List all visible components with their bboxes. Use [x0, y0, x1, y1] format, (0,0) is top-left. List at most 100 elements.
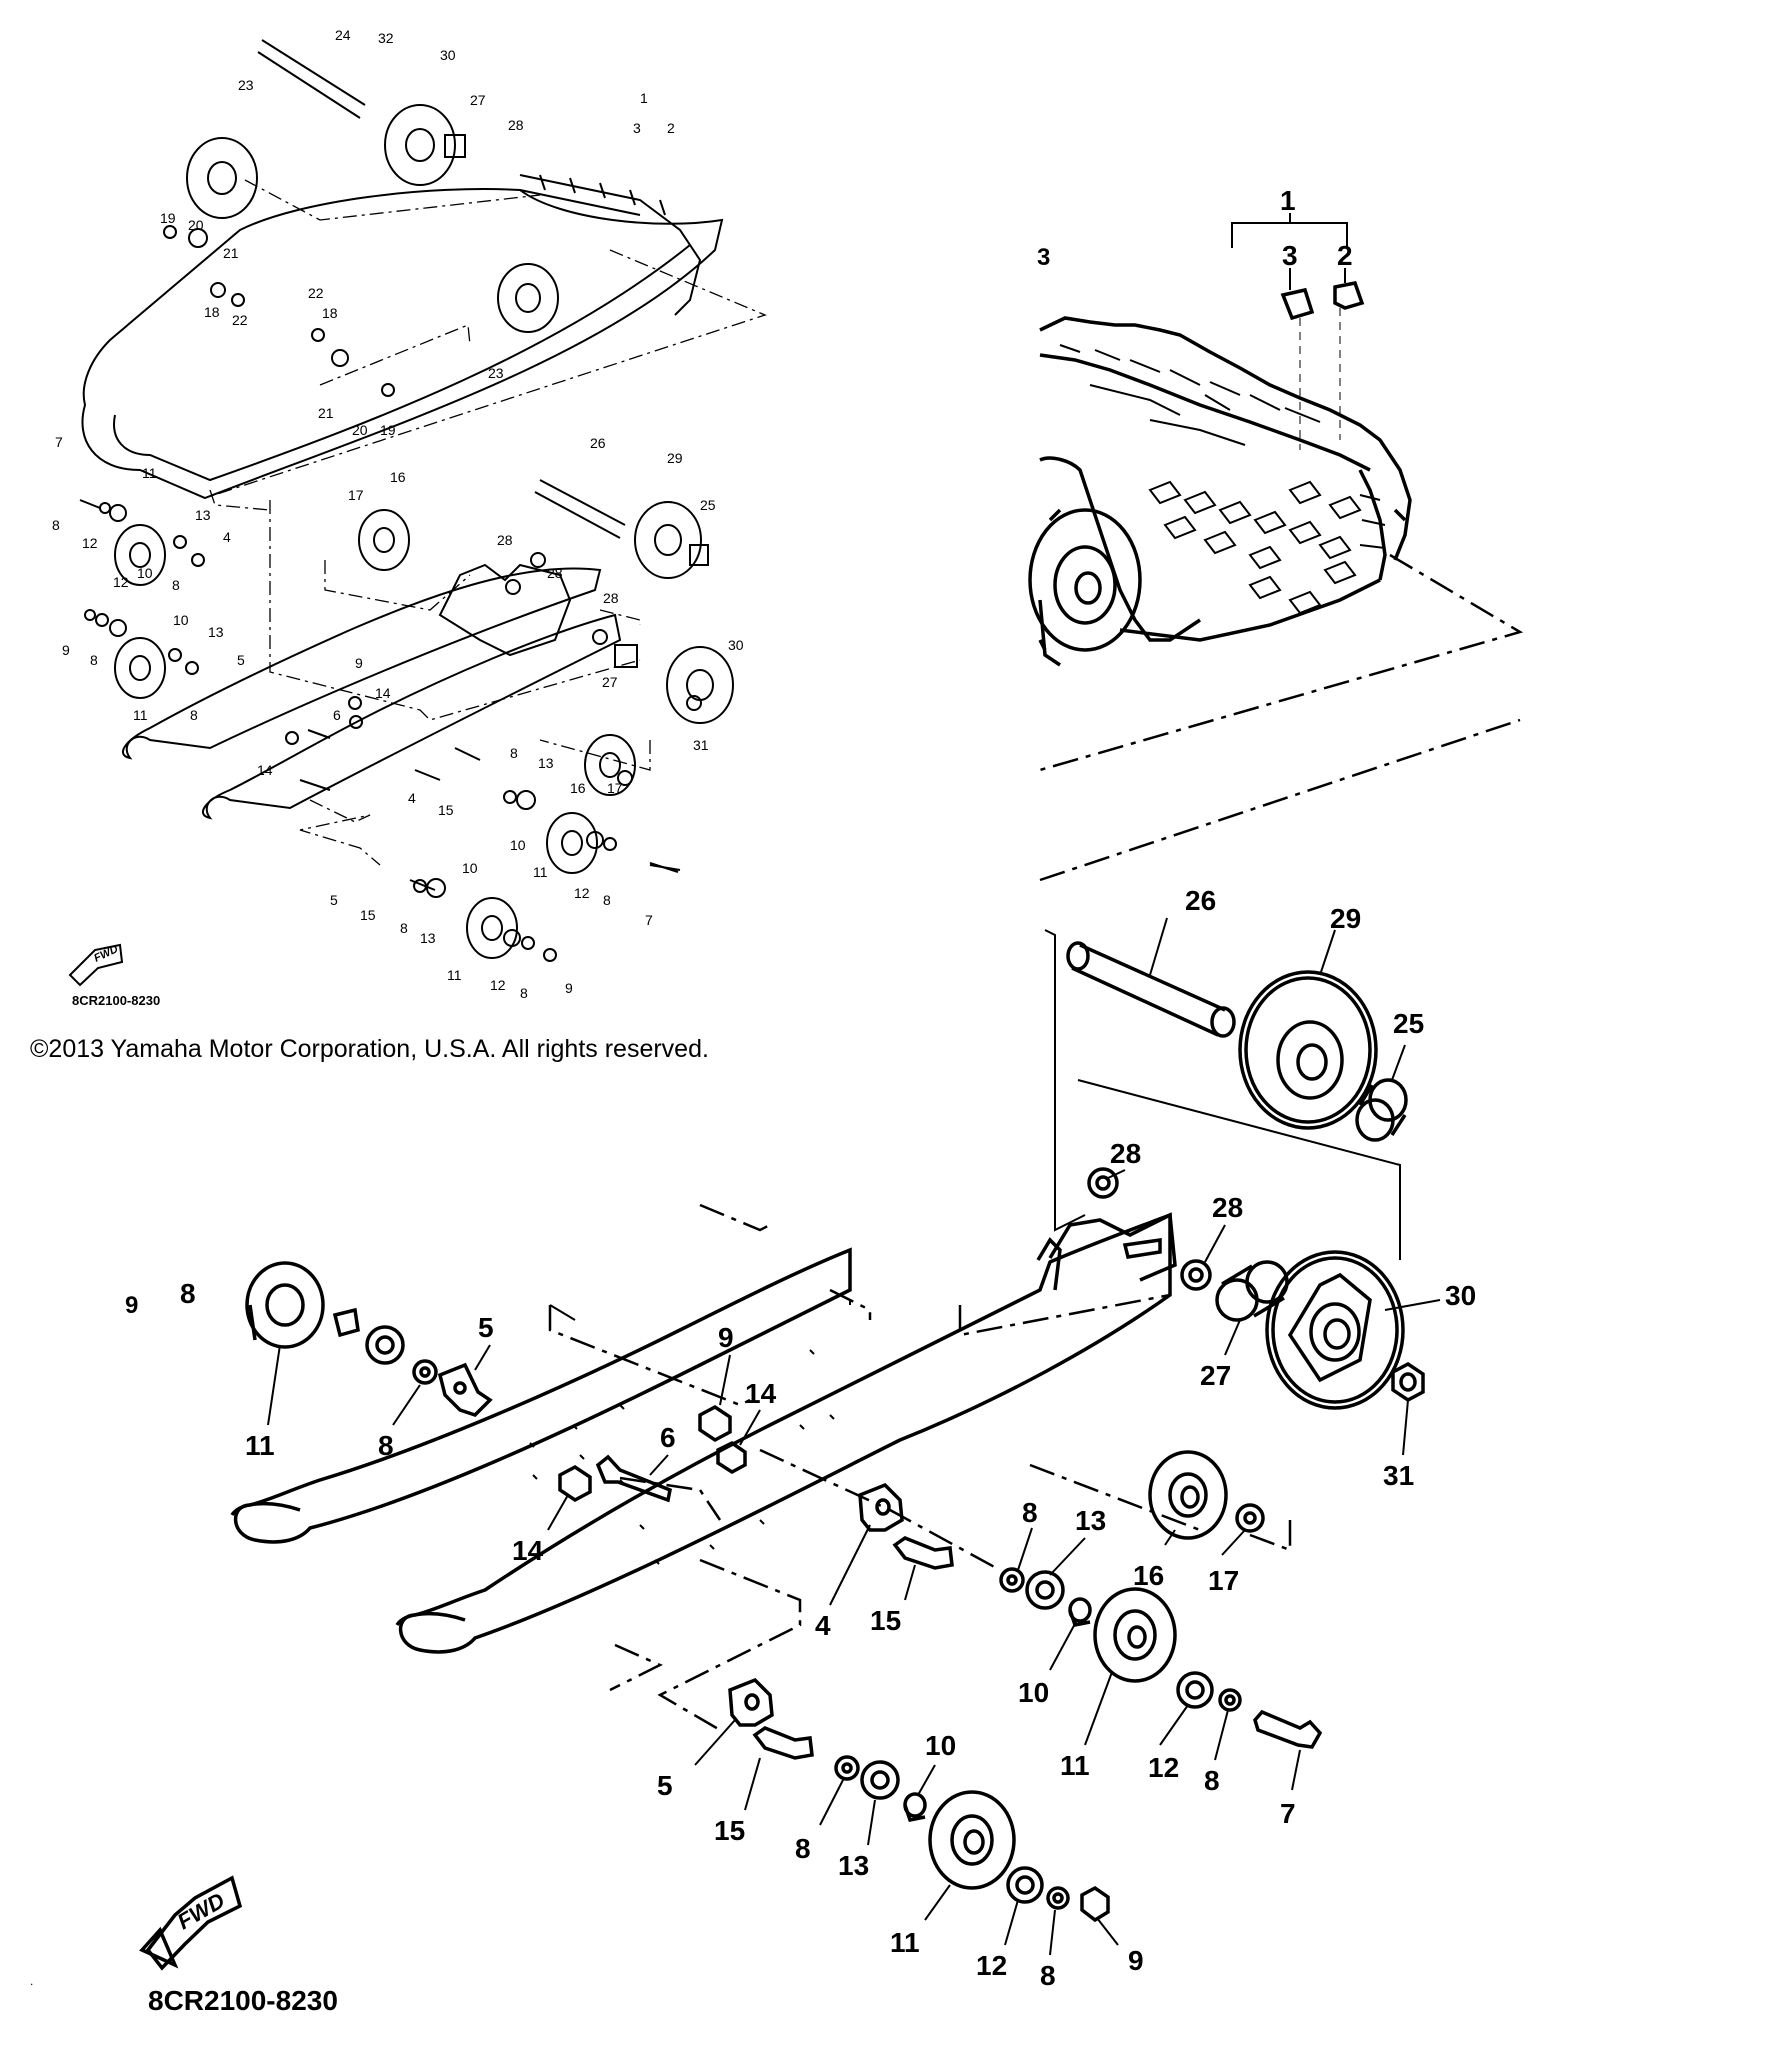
callout-18: 18 [322, 305, 338, 321]
callout-30: 30 [440, 47, 456, 63]
callout-29: 29 [667, 450, 683, 466]
callout-28d: 28 [603, 590, 619, 606]
callout-11-detail-c: 11 [890, 1927, 920, 1958]
callout-8: 8 [52, 517, 60, 533]
callout-27-detail: 27 [1200, 1360, 1231, 1391]
callout-11c: 11 [533, 864, 548, 880]
callout-13c: 13 [538, 755, 554, 771]
callout-11: 11 [142, 465, 157, 481]
callout-14b: 14 [257, 762, 273, 778]
callout-2: 2 [667, 120, 675, 136]
callout-8-detail-c: 8 [1204, 1765, 1220, 1796]
slide-rail-callouts: 9 8 11 8 5 9 14 6 14 4 15 8 13 10 16 17 … [125, 1278, 1301, 1991]
callout-12c: 12 [574, 885, 590, 901]
callout-6-detail: 6 [660, 1422, 676, 1453]
callout-20b: 20 [352, 422, 368, 438]
callout-3: 3 [633, 120, 641, 136]
callout-8h: 8 [520, 985, 528, 1001]
catalog-code-large: 8CR2100-8230 [148, 1985, 338, 2016]
callout-13-detail-a: 13 [1075, 1505, 1106, 1536]
callout-12-detail-a: 12 [1148, 1752, 1179, 1783]
callout-8e: 8 [510, 745, 518, 761]
callout-12b: 12 [113, 574, 129, 590]
callout-10: 10 [137, 565, 153, 581]
callout-23b: 23 [488, 365, 504, 381]
slide-rail-detail [230, 1203, 1323, 1923]
callout-12d: 12 [490, 977, 506, 993]
callout-16: 16 [390, 469, 406, 485]
svg-text:.: . [30, 1974, 33, 1988]
callout-21b: 21 [318, 405, 334, 421]
callout-9b: 9 [355, 655, 363, 671]
callout-5b: 5 [330, 892, 338, 908]
copyright-text: ©2013 Yamaha Motor Corporation, U.S.A. A… [30, 1035, 709, 1063]
callout-8-detail-e: 8 [1040, 1960, 1056, 1991]
callout-8-detail-a: 8 [378, 1430, 394, 1461]
callout-15b: 15 [360, 907, 376, 923]
callout-8-detail-b: 8 [1022, 1497, 1038, 1528]
callout-11-detail-b: 11 [1060, 1750, 1090, 1781]
callout-17-detail: 17 [1208, 1565, 1239, 1596]
callout-30-detail: 30 [1445, 1280, 1476, 1311]
callout-1-detail: 1 [1280, 185, 1296, 216]
callout-7b: 7 [645, 912, 653, 928]
callout-22: 22 [308, 285, 324, 301]
fwd-arrow-large-icon: FWD [139, 1875, 243, 1971]
callout-28-detail-b: 28 [1212, 1192, 1243, 1223]
callout-2-detail: 2 [1337, 240, 1353, 271]
callout-4b: 4 [408, 790, 416, 806]
rear-axle-callouts: 26 29 25 28 28 27 30 31 [1107, 885, 1476, 1491]
callout-8g: 8 [400, 920, 408, 936]
callout-5: 5 [237, 652, 245, 668]
rear-axle-detail [1044, 929, 1425, 1410]
callout-19: 19 [160, 210, 176, 226]
svg-text:9: 9 [125, 1292, 138, 1319]
callout-16-detail: 16 [1133, 1560, 1164, 1591]
callout-28-detail-a: 28 [1110, 1138, 1141, 1169]
callout-20: 20 [188, 217, 204, 233]
callout-17b: 17 [607, 780, 623, 796]
callout-8-partial: 8 [180, 1278, 196, 1309]
callout-12: 12 [82, 535, 98, 551]
catalog-code-small: 8CR2100-8230 [72, 993, 160, 1008]
callout-32: 32 [378, 30, 394, 46]
callout-10b: 10 [173, 612, 189, 628]
callout-28c: 28 [547, 565, 563, 581]
callout-28: 28 [508, 117, 524, 133]
callout-13b: 13 [208, 624, 224, 640]
callout-25: 25 [700, 497, 716, 513]
callout-31: 31 [693, 737, 709, 753]
track-detail: 3 [1028, 213, 1524, 882]
callout-13: 13 [195, 507, 211, 523]
callout-8b: 8 [172, 577, 180, 593]
callout-4-detail: 4 [815, 1610, 831, 1641]
callout-26: 26 [590, 435, 606, 451]
callout-17: 17 [348, 487, 364, 503]
callout-15: 15 [438, 802, 454, 818]
callout-27: 27 [470, 92, 486, 108]
callout-18b: 18 [204, 304, 220, 320]
callout-24: 24 [335, 27, 351, 43]
callout-10-detail-a: 10 [1018, 1677, 1049, 1708]
fwd-label-small: FWD [92, 943, 120, 964]
callout-4: 4 [223, 529, 231, 545]
callout-14-detail-b: 14 [512, 1535, 544, 1566]
callout-7: 7 [55, 434, 63, 450]
callout-5-detail-a: 5 [478, 1312, 494, 1343]
fwd-arrow-small-icon: FWD [68, 943, 124, 987]
callout-14-detail-a: 14 [745, 1378, 777, 1409]
callout-15-detail-a: 15 [870, 1605, 901, 1636]
callout-8c: 8 [90, 652, 98, 668]
callout-30b: 30 [728, 637, 744, 653]
callout-26-detail: 26 [1185, 885, 1216, 916]
callout-11b: 11 [133, 707, 148, 723]
callout-8f: 8 [603, 892, 611, 908]
callout-9-detail-b: 9 [1128, 1945, 1144, 1976]
callout-3-detail: 3 [1282, 240, 1298, 271]
callout-9-detail-a: 9 [718, 1322, 734, 1353]
callout-6: 6 [333, 707, 341, 723]
callout-25-detail: 25 [1393, 1008, 1424, 1039]
callout-5-detail-b: 5 [657, 1770, 673, 1801]
callout-8-detail-d: 8 [795, 1833, 811, 1864]
